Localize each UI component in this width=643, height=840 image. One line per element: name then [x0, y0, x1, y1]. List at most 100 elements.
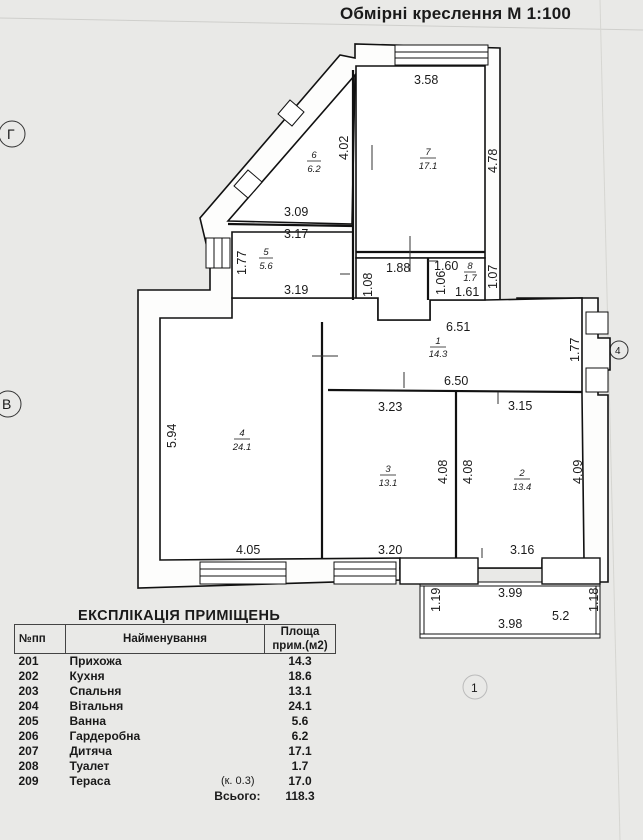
window [585, 311, 609, 335]
dimension-label: 3.99 [498, 586, 522, 600]
total-value: 118.3 [285, 789, 315, 803]
row-area: 5.6 [291, 714, 309, 728]
dimension-label: 1.18 [587, 588, 601, 612]
dimension-label: 6.50 [444, 374, 468, 388]
terrace [399, 557, 601, 639]
room-label-6: 6 6.2 [307, 150, 321, 175]
row-name: Ванна [66, 714, 265, 729]
fold-line [0, 17, 643, 31]
header-area: Площа прим.(м2) [264, 624, 336, 654]
dimension-label: 1.06 [434, 271, 448, 295]
row-area: 24.1 [288, 699, 312, 713]
dimension-label: 1.88 [386, 261, 410, 275]
axis-label: Г [7, 126, 15, 142]
walls [137, 43, 611, 589]
row-num: 201 [18, 654, 39, 668]
row-num: 203 [18, 684, 39, 698]
dimension-label: 3.16 [510, 543, 534, 557]
window [333, 561, 397, 585]
row-name: Дитяча [66, 744, 265, 759]
dimension-label: 1.61 [455, 285, 479, 299]
row-name-text: Дитяча [69, 744, 112, 758]
room-label-2: 2 13.4 [513, 468, 532, 493]
dimension-label: 6.51 [446, 320, 470, 334]
header-area-line2: прим.(м2) [272, 640, 328, 652]
svg-text:1: 1 [435, 336, 440, 347]
dimension-label: 4.05 [236, 543, 260, 557]
table-row: 201 Прихожа 14.3 [15, 654, 336, 670]
room-labels: 1 14.3 2 13.4 3 13.1 4 24.1 5 [232, 147, 532, 493]
svg-text:17.1: 17.1 [419, 161, 438, 172]
axis-bubble [0, 120, 26, 148]
dimension-labels: 3.58 4.02 4.78 3.09 3.17 1.77 3.19 1.88 … [165, 73, 601, 631]
axis-label: 1 [471, 681, 478, 695]
svg-text:14.3: 14.3 [429, 349, 448, 360]
table-body: 201 Прихожа 14.3 202 Кухня 18.6 203 Спальня 13.1… [15, 654, 336, 805]
dimension-label: 1.77 [235, 251, 249, 275]
room-label-1: 1 14.3 [429, 336, 448, 360]
svg-text:13.1: 13.1 [379, 478, 398, 489]
explication-table: №пп Найменування Площа прим.(м2) 201 Прих… [14, 624, 336, 804]
row-num: 205 [18, 714, 39, 728]
dimension-ticks [312, 145, 499, 558]
window [394, 44, 489, 66]
window [205, 237, 231, 269]
total-row: Всього: 118.3 [15, 789, 336, 804]
axis-label: В [2, 396, 11, 412]
dimension-label: 5.2 [552, 609, 569, 623]
row-name: Прихожа [66, 654, 265, 670]
room-label-7: 7 17.1 [419, 147, 438, 172]
svg-text:6.2: 6.2 [307, 164, 321, 175]
partition [227, 222, 354, 228]
dimension-label: 3.23 [378, 400, 402, 414]
row-name-text: Вітальня [69, 699, 124, 713]
row-name: Тераса(к. 0.3) [66, 774, 265, 789]
partitions [227, 70, 583, 558]
row-area: 14.3 [288, 654, 312, 668]
row-name: Спальня [66, 684, 265, 699]
row-name-text: Гардеробна [69, 729, 141, 743]
dimension-label: 1.07 [486, 265, 500, 289]
window [199, 561, 287, 585]
dimension-label: 1.08 [361, 273, 375, 297]
room-label-3: 3 13.1 [379, 464, 398, 489]
svg-text:5: 5 [263, 247, 269, 258]
row-note: (к. 0.3) [220, 775, 255, 787]
table-row: 203 Спальня 13.1 [15, 684, 336, 699]
row-name-text: Ванна [69, 714, 107, 728]
svg-text:1.7: 1.7 [463, 273, 477, 284]
table-header-row: №пп Найменування Площа прим.(м2) [14, 624, 336, 654]
partition [327, 388, 583, 394]
row-area: 1.7 [291, 759, 309, 773]
explication-title: ЕКСПЛІКАЦІЯ ПРИМІЩЕНЬ [78, 608, 281, 624]
dimension-label: 3.09 [284, 205, 308, 219]
svg-text:6: 6 [311, 150, 317, 161]
svg-text:8: 8 [467, 261, 473, 272]
row-name-text: Туалет [69, 759, 110, 773]
room-label-8: 8 1.7 [463, 261, 477, 284]
row-name-text: Кухня [69, 669, 105, 683]
dimension-label: 3.20 [378, 543, 402, 557]
windows [199, 44, 609, 585]
svg-text:7: 7 [425, 147, 431, 158]
total-label: Всього: [214, 789, 261, 803]
row-name: Туалет [66, 759, 265, 774]
axis-bubble [0, 390, 22, 418]
svg-text:24.1: 24.1 [232, 442, 252, 453]
dimension-label: 4.02 [337, 136, 351, 160]
row-name-text: Прихожа [69, 654, 122, 668]
row-name-text: Спальня [69, 684, 122, 698]
row-num: 206 [18, 729, 39, 743]
row-num: 204 [18, 699, 39, 713]
table-row: 202 Кухня 18.6 [15, 669, 336, 684]
row-num: 202 [18, 669, 39, 683]
row-area: 13.1 [288, 684, 312, 698]
room-label-5: 5 5.6 [259, 247, 273, 272]
svg-text:4: 4 [239, 428, 244, 439]
row-area: 18.6 [288, 669, 312, 683]
row-area: 17.1 [288, 744, 312, 758]
